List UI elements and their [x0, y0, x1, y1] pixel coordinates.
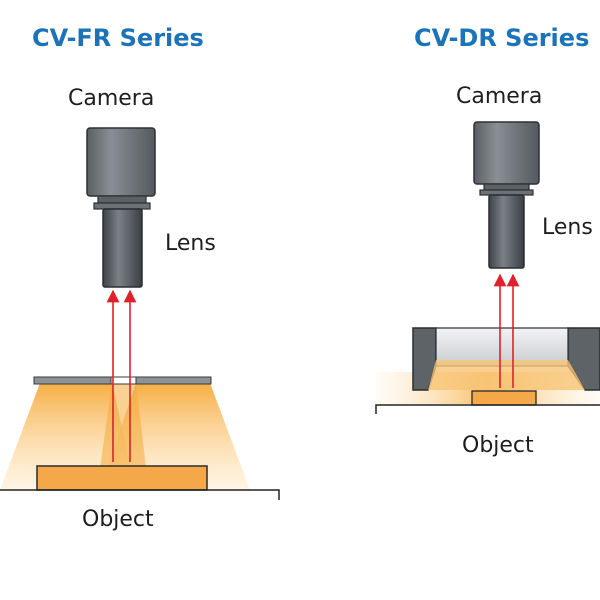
cv-fr-camera-mount-ring [93, 202, 151, 210]
cv-fr-stage-line [0, 489, 280, 500]
cv-dr-lens [488, 194, 525, 269]
cv-fr-lens-label: Lens [165, 231, 216, 256]
cv-dr-object [471, 390, 537, 406]
cv-fr-lens [102, 208, 143, 288]
cv-dr-camera-label: Camera [456, 84, 543, 109]
cv-dr-lens-label: Lens [542, 215, 593, 240]
cv-fr-light-center [100, 383, 146, 468]
cv-dr-object-label: Object [462, 433, 534, 458]
cv-fr-camera-label: Camera [68, 86, 155, 111]
cv-fr-diagram [0, 127, 280, 500]
cv-dr-stage-line [375, 404, 600, 414]
cv-fr-object-label: Object [82, 507, 154, 532]
cv-dr-camera-mount [483, 183, 530, 191]
cv-fr-camera-mount [97, 195, 147, 204]
cv-fr-camera-body [86, 127, 156, 197]
cv-fr-object [36, 465, 208, 491]
cv-dr-diagram [375, 121, 600, 414]
cv-fr-plate-opening [110, 376, 137, 385]
cv-fr-title: CV-FR Series [32, 24, 204, 52]
cv-dr-inner-light [428, 360, 585, 390]
cv-dr-camera-body [473, 121, 540, 185]
cv-dr-diffuser [435, 327, 569, 367]
cv-dr-title: CV-DR Series [414, 24, 590, 52]
